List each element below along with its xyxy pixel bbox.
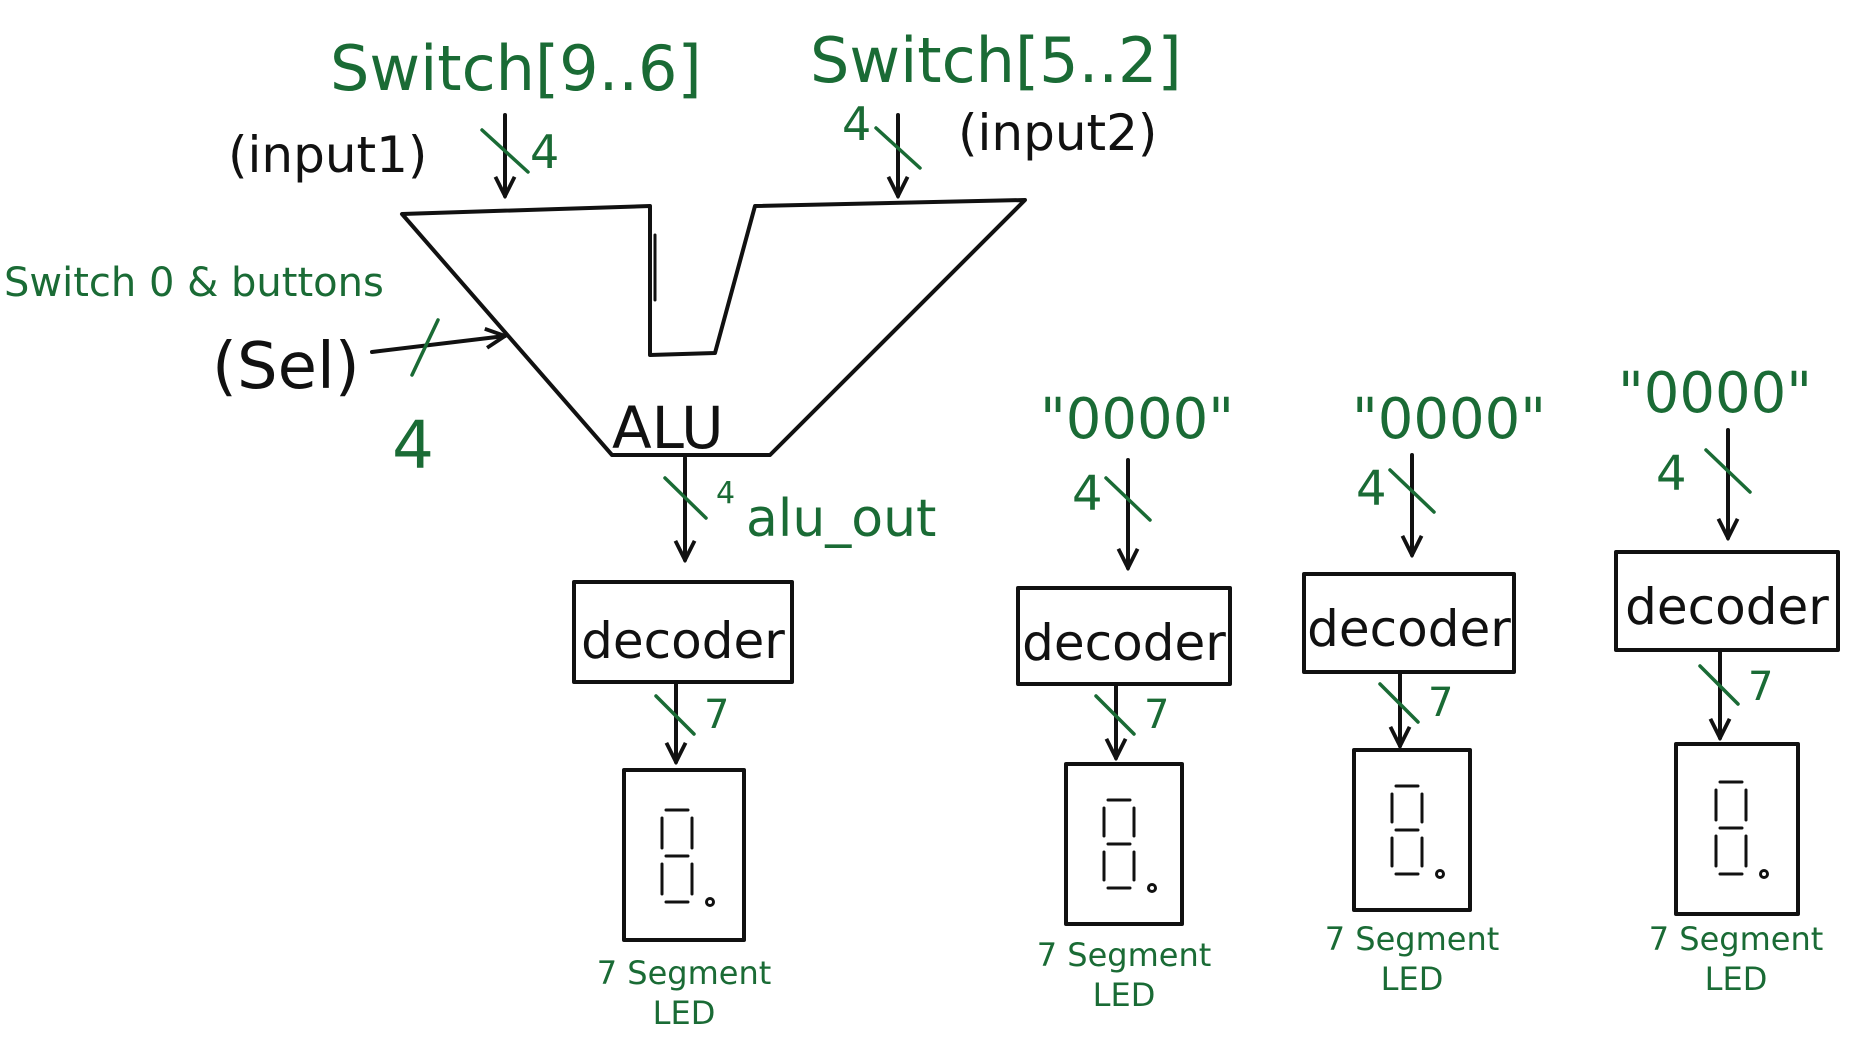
input1-width: 4 xyxy=(530,125,559,179)
constant-width: 4 xyxy=(1656,446,1687,502)
sel-width: 4 xyxy=(392,407,434,484)
display-frame xyxy=(1352,748,1472,912)
digit-eight-icon xyxy=(1390,784,1445,879)
display-label-line1: 7 Segment xyxy=(1649,920,1824,958)
constant-value: "0000" xyxy=(1352,387,1546,452)
sel-label: (Sel) xyxy=(212,330,360,404)
constant-value: "0000" xyxy=(1040,387,1234,452)
alu-shape xyxy=(400,198,1027,457)
bus-width: 7 xyxy=(1428,680,1453,726)
input2-width: 4 xyxy=(842,97,871,151)
bus-width: 7 xyxy=(1144,692,1169,738)
constant-bus-slash xyxy=(1704,448,1752,494)
constant-width: 4 xyxy=(1072,466,1103,522)
display-label-line1: 7 Segment xyxy=(1325,920,1500,958)
display-label-line1: 7 Segment xyxy=(1037,936,1212,974)
sel-bus-slash xyxy=(410,318,440,377)
alu-out-label: alu_out xyxy=(746,489,936,549)
display-label-line2: LED xyxy=(1705,960,1768,998)
decoder-box xyxy=(1302,572,1516,674)
alu-label: ALU xyxy=(612,394,724,462)
decoder-label: decoder xyxy=(1307,600,1511,658)
bus-width: 7 xyxy=(1748,664,1773,710)
constant-bus-slash xyxy=(1388,468,1436,514)
constant-input-2: "0000" 4 xyxy=(1352,387,1546,555)
bus-slash xyxy=(1378,682,1420,724)
digit-eight-icon xyxy=(1102,798,1157,893)
decoder-bus-3: 7 xyxy=(1378,670,1453,746)
constant-bus-slash xyxy=(1104,476,1152,522)
alu-out-width: 4 xyxy=(716,476,735,511)
sel-arrow xyxy=(370,336,505,354)
display-label-line1: 7 Segment xyxy=(597,954,772,992)
decoder-label: decoder xyxy=(1022,614,1226,672)
constant-width: 4 xyxy=(1356,461,1387,517)
display-label-line2: LED xyxy=(653,994,716,1032)
sel-source-label: Switch 0 & buttons xyxy=(4,260,384,306)
decoder-bus-2: 7 xyxy=(1094,682,1169,758)
input1-bus-slash xyxy=(480,128,530,174)
seven-seg-display-2: 7 Segment LED xyxy=(1037,762,1212,1014)
display-frame xyxy=(622,768,746,942)
switch-b-label: Switch[5..2] xyxy=(810,24,1182,97)
display-frame xyxy=(1674,742,1800,916)
decoder-bus-4: 7 xyxy=(1698,648,1773,738)
constant-input-1: "0000" 4 xyxy=(1040,387,1234,568)
seven-seg-display-4: 7 Segment LED xyxy=(1649,742,1824,998)
seven-seg-display-3: 7 Segment LED xyxy=(1325,748,1500,998)
bus-slash xyxy=(1094,694,1136,736)
constant-value: "0000" xyxy=(1618,361,1812,426)
display-label-line2: LED xyxy=(1093,976,1156,1014)
decoder-label: decoder xyxy=(1625,578,1829,636)
display-label-line2: LED xyxy=(1381,960,1444,998)
bus-slash xyxy=(654,694,696,736)
switch-a-label: Switch[9..6] xyxy=(330,32,702,105)
input2-bus-slash xyxy=(874,126,922,170)
decoder-block-4: decoder xyxy=(1614,550,1840,652)
digit-eight-icon xyxy=(1714,780,1769,879)
decoder-block-3: decoder xyxy=(1302,572,1516,674)
decoder-box xyxy=(572,580,794,684)
decoder-label: decoder xyxy=(581,612,785,670)
seven-seg-display-1: 7 Segment LED xyxy=(597,768,772,1032)
bus-width: 7 xyxy=(704,692,729,738)
decoder-bus-1: 7 xyxy=(654,680,729,762)
decoder-block-2: decoder xyxy=(1016,586,1232,686)
decoder-box xyxy=(1016,586,1232,686)
decoder-box xyxy=(1614,550,1840,652)
bus-slash xyxy=(1698,664,1740,706)
digit-eight-icon xyxy=(660,808,715,907)
input2-label: (input2) xyxy=(958,104,1157,162)
decoder-block-1: decoder xyxy=(572,580,794,684)
constant-input-3: "0000" 4 xyxy=(1618,361,1812,538)
display-frame xyxy=(1064,762,1184,926)
alu-out-bus-slash xyxy=(663,476,708,520)
input1-label: (input1) xyxy=(228,126,427,184)
